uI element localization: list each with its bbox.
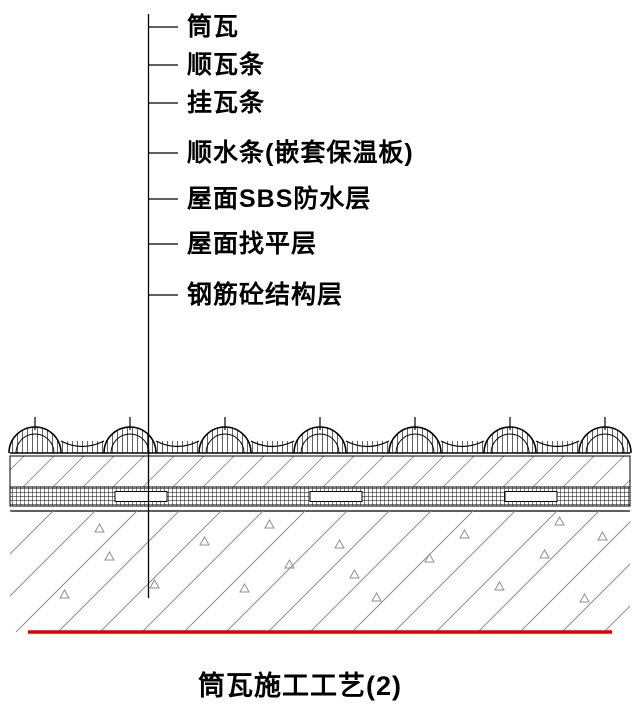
callout-label-screed-layer: 屋面找平层 [187,230,318,258]
batten-insulation-layer [9,455,631,488]
callout-label-sbs-layer: 屋面SBS防水层 [187,185,372,213]
callout-label-hanging-batten: 挂瓦条 [187,89,266,117]
sbs-waterproof-layer [9,486,631,507]
concrete-layer [10,511,630,632]
callout-label-concrete-layer: 钢筋砼结构层 [187,281,344,309]
callout-label-tile: 筒瓦 [187,13,240,41]
callout-label-water-batten: 顺水条(嵌套保温板) [187,139,414,167]
drawing-title: 筒瓦施工工艺(2) [198,671,402,701]
batten-block [504,491,558,502]
batten-block [309,491,363,502]
batten-block [114,491,168,502]
aggregate-triangles [59,515,608,603]
leader-line [147,14,178,598]
callout-label-tile-batten: 顺瓦条 [187,51,266,79]
tile-layer [8,417,632,454]
